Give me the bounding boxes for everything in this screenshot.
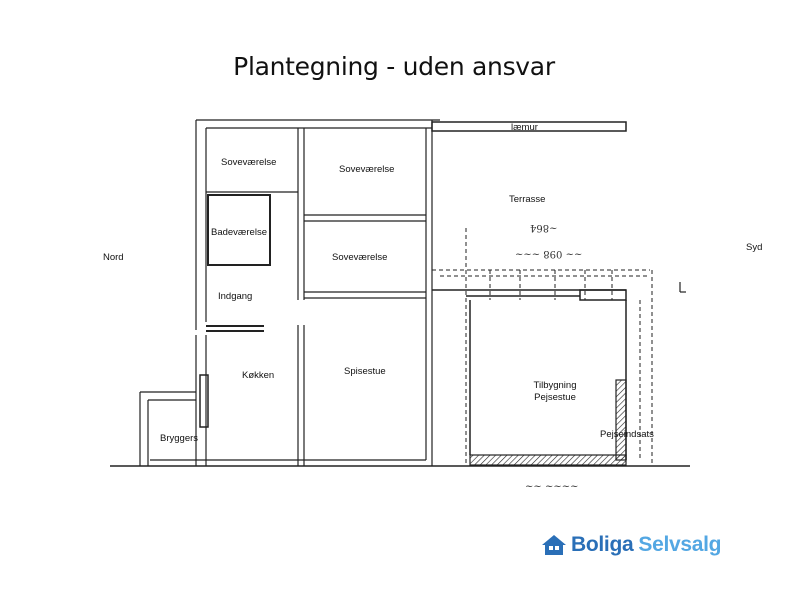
label-spisestue: Spisestue — [344, 366, 386, 377]
laemur-wall — [431, 121, 627, 132]
extension-foundation — [469, 454, 627, 466]
label-indgang: Indgang — [218, 291, 253, 302]
label-sovevaerelse-2: Soveværelse — [339, 164, 395, 175]
label-tilbygning: Tilbygning — [533, 380, 577, 391]
kitchen-counter — [199, 374, 209, 428]
page-title: Plantegning - uden ansvar — [233, 52, 555, 81]
label-sovevaerelse-1: Soveværelse — [221, 157, 277, 168]
boliga-selvsalg-logo[interactable]: Boliga Selvsalg — [540, 533, 722, 557]
label-bryggers: Bryggers — [160, 433, 199, 444]
handwritten-note-1: ~864 — [530, 222, 558, 233]
label-nord: Nord — [103, 252, 124, 263]
label-terrasse: Terrasse — [509, 194, 546, 205]
bathroom-outline — [207, 194, 271, 266]
label-badevaerelse: Badeværelse — [211, 227, 267, 238]
label-pejsestue: Pejsestue — [534, 392, 576, 403]
label-syd: Syd — [746, 242, 763, 253]
house-icon — [542, 535, 566, 555]
fireplace-hatch — [615, 379, 627, 461]
label-sovevaerelse-3: Soveværelse — [332, 252, 388, 263]
logo-text-boliga: Boliga — [571, 533, 634, 556]
label-koekken: Køkken — [242, 370, 275, 381]
label-laemur: læmur — [511, 122, 538, 133]
label-pejseindsats: Pejseindsats — [600, 429, 654, 440]
handwritten-note-3: ~~~~ ~~ — [525, 480, 579, 491]
logo-text-selvsalg: Selvsalg — [638, 533, 722, 556]
handwritten-note-2: ~~ 098 ~~~ — [515, 248, 583, 259]
